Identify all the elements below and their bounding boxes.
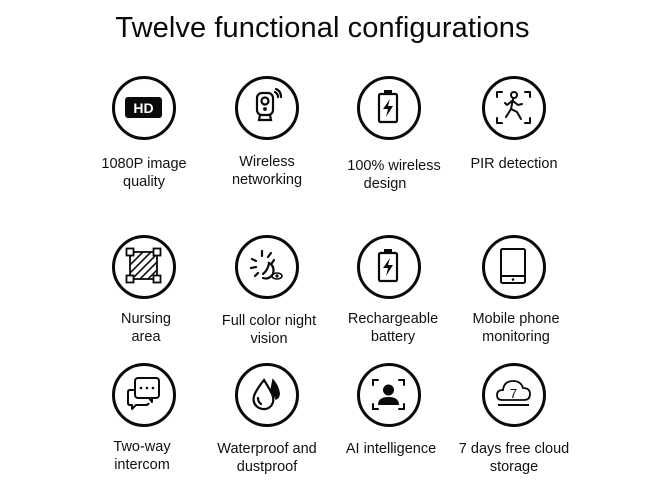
hd-text: HD (133, 100, 153, 116)
feature-icon-circle (482, 76, 546, 140)
hd-icon: HD (125, 97, 162, 118)
label-line-2: design (363, 176, 407, 192)
battery-charging-icon (377, 249, 399, 283)
feature-label: AI intelligence (311, 440, 471, 458)
label-line-1: Two-way (113, 439, 171, 455)
label-line-1: AI intelligence (345, 441, 437, 457)
feature-icon-circle (112, 363, 176, 427)
feature-label: PIR detection (434, 155, 594, 173)
feature-icon-circle (235, 363, 299, 427)
face-recognition-icon (372, 379, 405, 410)
label-line-2: intercom (114, 457, 170, 473)
label-line-2: monitoring (482, 329, 550, 345)
feature-label: Full color night vision (189, 312, 349, 348)
label-line-1: Mobile phone (472, 311, 560, 327)
area-select-icon (125, 247, 162, 284)
feature-icon-circle (112, 235, 176, 299)
label-line-1: Nursing (121, 311, 171, 327)
mobile-phone-icon (500, 248, 526, 284)
feature-icon-circle (357, 235, 421, 299)
label-line-2: storage (489, 459, 539, 475)
cloud-7-icon: 7 (496, 380, 531, 406)
wireless-camera-icon (255, 87, 283, 122)
feature-icon-circle (235, 235, 299, 299)
feature-label: Wireless networking (187, 153, 347, 189)
battery-charging-icon (377, 90, 399, 124)
label-line-2: quality (123, 174, 165, 190)
label-line-2: vision (250, 331, 288, 347)
feature-label: 7 days free cloud storage (434, 440, 594, 476)
motion-person-icon (496, 91, 531, 124)
feature-icon-circle: 7 (482, 363, 546, 427)
label-line-1: Rechargeable (347, 311, 439, 327)
label-line-1: PIR detection (470, 156, 558, 172)
feature-icon-circle: HD (112, 76, 176, 140)
feature-icon-circle (235, 76, 299, 140)
feature-icon-circle (357, 76, 421, 140)
cloud-days-number: 7 (510, 386, 517, 401)
label-line-1: Waterproof and (217, 441, 317, 457)
label-line-2: networking (231, 172, 303, 188)
feature-icon-circle (482, 235, 546, 299)
page-title: Twelve functional configurations (115, 12, 530, 44)
feature-label: Two-way intercom (62, 438, 222, 474)
label-line-1: 1080P image (101, 156, 187, 172)
feature-label: 100% wireless design (314, 157, 474, 193)
feature-label: 1080P image quality (64, 155, 224, 191)
feature-label: Rechargeable battery (313, 310, 473, 346)
label-line-2: battery (370, 329, 416, 345)
feature-label: Mobile phone monitoring (436, 310, 596, 346)
label-line-1: Full color night (221, 313, 317, 329)
feature-label: Waterproof and dustproof (187, 440, 347, 476)
label-line-1: 7 days free cloud (458, 441, 570, 457)
label-line-2: area (131, 329, 161, 345)
label-line-2: dustproof (236, 459, 298, 475)
feature-label: Nursing area (66, 310, 226, 346)
feature-icon-circle (357, 363, 421, 427)
chat-bubbles-icon (127, 377, 160, 410)
water-drops-icon (252, 378, 280, 411)
label-line-1: 100% wireless (347, 158, 441, 174)
night-vision-icon (249, 249, 283, 280)
label-line-1: Wireless (239, 154, 295, 170)
